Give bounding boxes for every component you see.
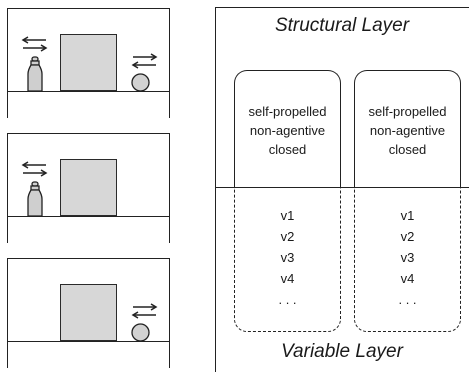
structural-box-2 xyxy=(354,70,461,187)
variable-label: v2 xyxy=(400,229,415,244)
bottle-icon xyxy=(27,56,43,92)
structural-features-2: self-propelled non-agentive closed xyxy=(354,102,461,159)
layer-divider xyxy=(215,187,469,189)
variable-label: v3 xyxy=(400,250,415,265)
variable-list-2: v1 v2 v3 v4 . . . xyxy=(354,205,461,310)
arrows-icon xyxy=(131,53,158,69)
layer-panel xyxy=(215,7,469,372)
structural-features-1: self-propelled non-agentive closed xyxy=(234,102,341,159)
variable-label: v4 xyxy=(280,271,295,286)
variable-layer-title: Variable Layer xyxy=(281,341,403,362)
ball-icon xyxy=(131,73,150,92)
arrows-icon xyxy=(21,36,48,52)
scene-floor xyxy=(7,216,170,218)
variable-list-1: v1 v2 v3 v4 . . . xyxy=(234,205,341,310)
variable-label: v1 xyxy=(400,208,415,223)
arrows-icon xyxy=(21,161,48,177)
feature-label: self-propelled xyxy=(248,104,327,119)
scene-panel-2 xyxy=(7,133,170,243)
variable-label: v4 xyxy=(400,271,415,286)
feature-label: non-agentive xyxy=(249,123,326,138)
feature-label: non-agentive xyxy=(369,123,446,138)
variable-label: v2 xyxy=(280,229,295,244)
block xyxy=(60,284,117,341)
feature-label: closed xyxy=(268,142,307,157)
bottle-icon xyxy=(27,181,43,217)
ball-icon xyxy=(131,323,150,342)
scene-panel-3 xyxy=(7,258,170,368)
scene-floor xyxy=(7,341,170,343)
variable-label: v3 xyxy=(280,250,295,265)
block xyxy=(60,34,117,91)
arrows-icon xyxy=(131,303,158,319)
variable-ellipsis: . . . xyxy=(278,292,297,307)
structural-layer-title: Structural Layer xyxy=(274,15,410,36)
variable-box-1 xyxy=(234,187,341,332)
variable-ellipsis: . . . xyxy=(398,292,417,307)
feature-label: self-propelled xyxy=(368,104,447,119)
feature-label: closed xyxy=(388,142,427,157)
scene-floor xyxy=(7,91,170,93)
variable-label: v1 xyxy=(280,208,295,223)
structural-box-1 xyxy=(234,70,341,187)
block xyxy=(60,159,117,216)
variable-box-2 xyxy=(354,187,461,332)
scene-panel-1 xyxy=(7,8,170,118)
